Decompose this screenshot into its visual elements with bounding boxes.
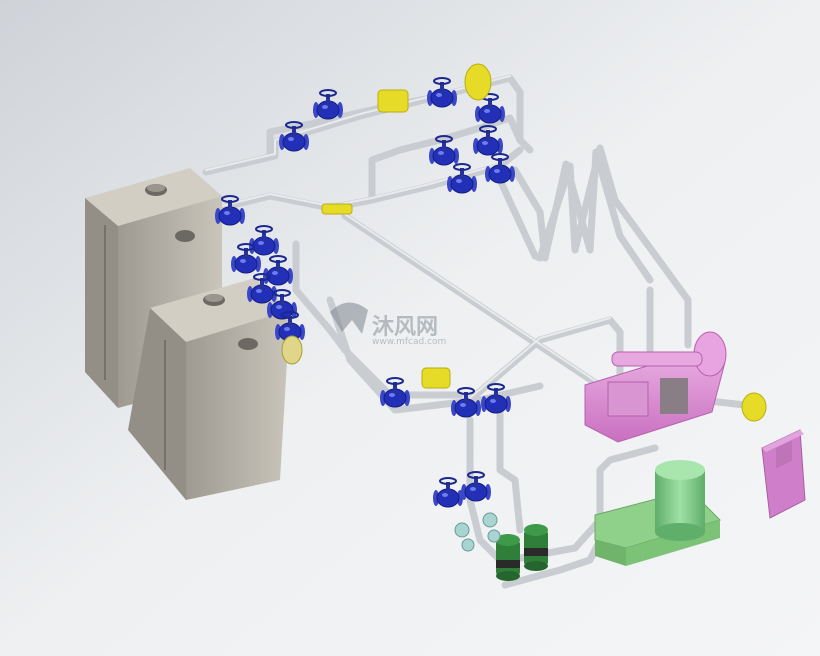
expansion-tank-top [464, 63, 492, 101]
gate-valve-3 [427, 77, 457, 108]
circulation-pumps [454, 512, 548, 581]
boiler-unit-2 [128, 278, 290, 500]
gate-valve-2 [279, 121, 309, 152]
water-tank [594, 460, 721, 566]
gate-valve-11 [231, 243, 261, 274]
gate-valve-7 [447, 163, 477, 194]
pump-2 [524, 524, 548, 571]
boiler1-top [85, 168, 222, 226]
tank-body [655, 470, 705, 532]
pump-check-valves [454, 512, 501, 552]
gate-valve-12 [263, 255, 293, 286]
gate-valves [215, 77, 515, 508]
gate-valve-14 [267, 289, 297, 320]
expansion-tank-right [741, 392, 767, 422]
reducer-fitting [321, 203, 353, 215]
gate-valve-20 [461, 471, 491, 502]
gate-valve-9 [215, 195, 245, 226]
boiler2-side-left [128, 308, 186, 500]
heat-exchanger [584, 331, 727, 443]
tank-top [655, 460, 705, 480]
watermark-cn-text: 沐风网 [372, 315, 438, 340]
pipe-zigzag-1 [511, 148, 654, 284]
gate-valve-8 [485, 153, 515, 184]
strainer-top [377, 89, 409, 113]
watermark: 沐风网 www.mfcad.com [330, 302, 446, 347]
yellow-components [281, 63, 767, 422]
strainer-lower [421, 367, 451, 389]
pipe-long-diag [341, 212, 604, 390]
gate-valve-13 [247, 273, 277, 304]
gate-valve-5 [429, 135, 459, 166]
boiler2-front [186, 310, 290, 500]
watermark-logo-icon [330, 302, 368, 334]
watermark-url-text: www.mfcad.com [372, 337, 446, 347]
pipe-mid-loop [368, 114, 524, 204]
gate-valve-16 [380, 377, 410, 408]
boiler-fitting [281, 335, 303, 365]
gate-valve-6 [473, 125, 503, 156]
control-cabinet [761, 429, 806, 519]
pump-1 [496, 534, 520, 581]
pipe-riser-right [496, 406, 524, 534]
exchanger-manifold [611, 351, 703, 367]
pipe-riser-left [466, 416, 504, 564]
gate-valve-17 [451, 387, 481, 418]
gate-valve-1 [313, 89, 343, 120]
gate-valve-18 [481, 383, 511, 414]
boiler1-side-left [85, 198, 118, 408]
pipe-zigzag-2 [496, 144, 692, 304]
